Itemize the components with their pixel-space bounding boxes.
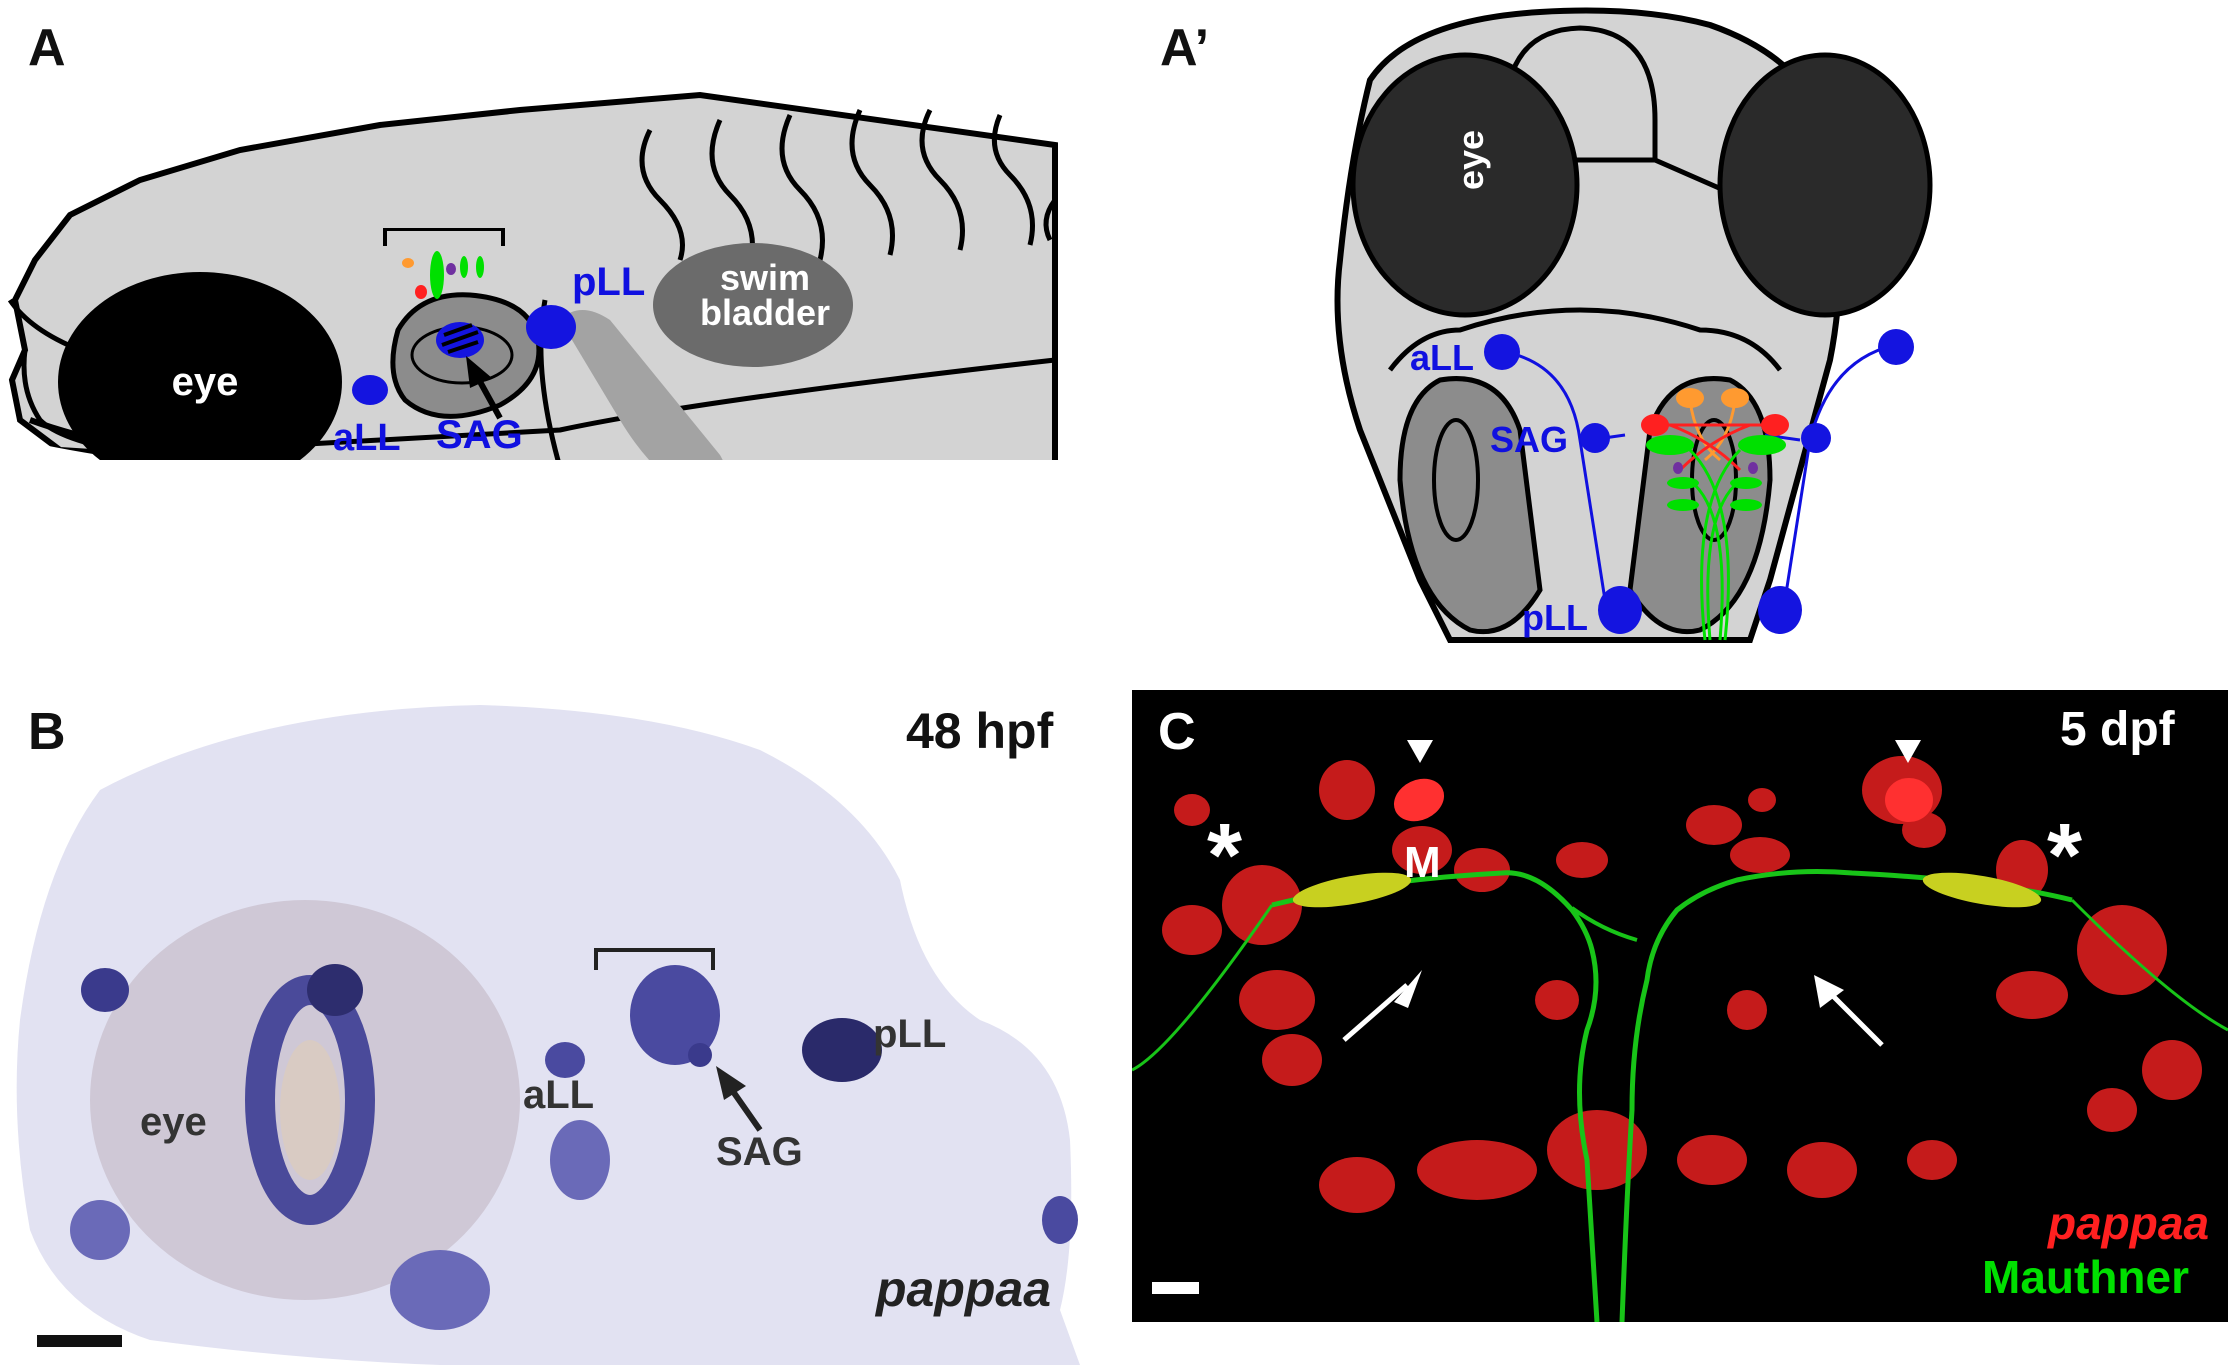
left-all-ganglion [1484, 334, 1520, 370]
gene-label: pappaa [876, 1261, 1052, 1317]
fluorescence-image [1132, 740, 2228, 1322]
left-arrowhead [1407, 740, 1433, 763]
panel-c-label: C [1158, 703, 1196, 761]
left-sag-ganglion [1580, 423, 1610, 453]
left-eye-shape [1350, 52, 1580, 318]
panel-b-stage: 48 hpf [906, 703, 1054, 759]
gut-tube [560, 310, 723, 460]
eye-label: eye [1450, 130, 1491, 190]
lateral-larva-schematic: swim bladder eye aLL SAG pLL [7, 91, 1058, 460]
right-all-ganglion [1878, 329, 1914, 365]
scale-bar [1152, 1282, 1199, 1294]
panel-b-label: B [28, 703, 66, 761]
all-label: aLL [523, 1073, 595, 1117]
eye-label: eye [140, 1100, 207, 1144]
panel-b: B 48 hpf eye aLL SAG pLL pappaa [0, 690, 1110, 1365]
right-arrowhead [1895, 740, 1921, 763]
dorsal-larva-schematic: eye aLL [1334, 7, 1933, 643]
panel-a: A swim bladder eye [0, 0, 1110, 460]
panel-c: C 5 dpf M * * pappaa Mauthner [1132, 690, 2228, 1322]
pll-label: pLL [873, 1012, 947, 1056]
right-eye-shape [1717, 52, 1933, 318]
all-label: aLL [333, 417, 401, 459]
all-label: aLL [1410, 337, 1474, 378]
mauthner-label: M [1404, 838, 1441, 887]
right-pll-ganglion [1758, 586, 1802, 634]
swim-bladder-label-2: bladder [700, 292, 830, 333]
sag-label: SAG [436, 413, 523, 457]
left-pll-ganglion [1598, 586, 1642, 634]
panel-a-prime: A’ eye [1110, 0, 2228, 660]
scale-bar [37, 1335, 122, 1347]
panel-a-label: A [28, 19, 66, 77]
in-situ-image [16, 705, 1081, 1365]
left-asterisk: * [1207, 806, 1243, 906]
right-sag-ganglion [1801, 423, 1831, 453]
pll-ganglion [526, 305, 576, 349]
panel-a-prime-label: A’ [1160, 19, 1210, 77]
panel-c-stage: 5 dpf [2060, 703, 2175, 756]
sag-label: SAG [716, 1130, 803, 1174]
sag-label: SAG [1490, 419, 1568, 460]
pll-label: pLL [572, 260, 645, 304]
all-ganglion [352, 375, 388, 405]
pll-label: pLL [1522, 597, 1588, 638]
eye-label: eye [172, 360, 239, 404]
swim-bladder-label-1: swim [720, 257, 810, 298]
legend-gene-label: pappaa [2048, 1197, 2210, 1249]
right-asterisk: * [2047, 806, 2083, 906]
swim-bladder [653, 243, 853, 367]
eye-shape [58, 272, 342, 460]
legend-cell-label: Mauthner [1982, 1251, 2189, 1303]
